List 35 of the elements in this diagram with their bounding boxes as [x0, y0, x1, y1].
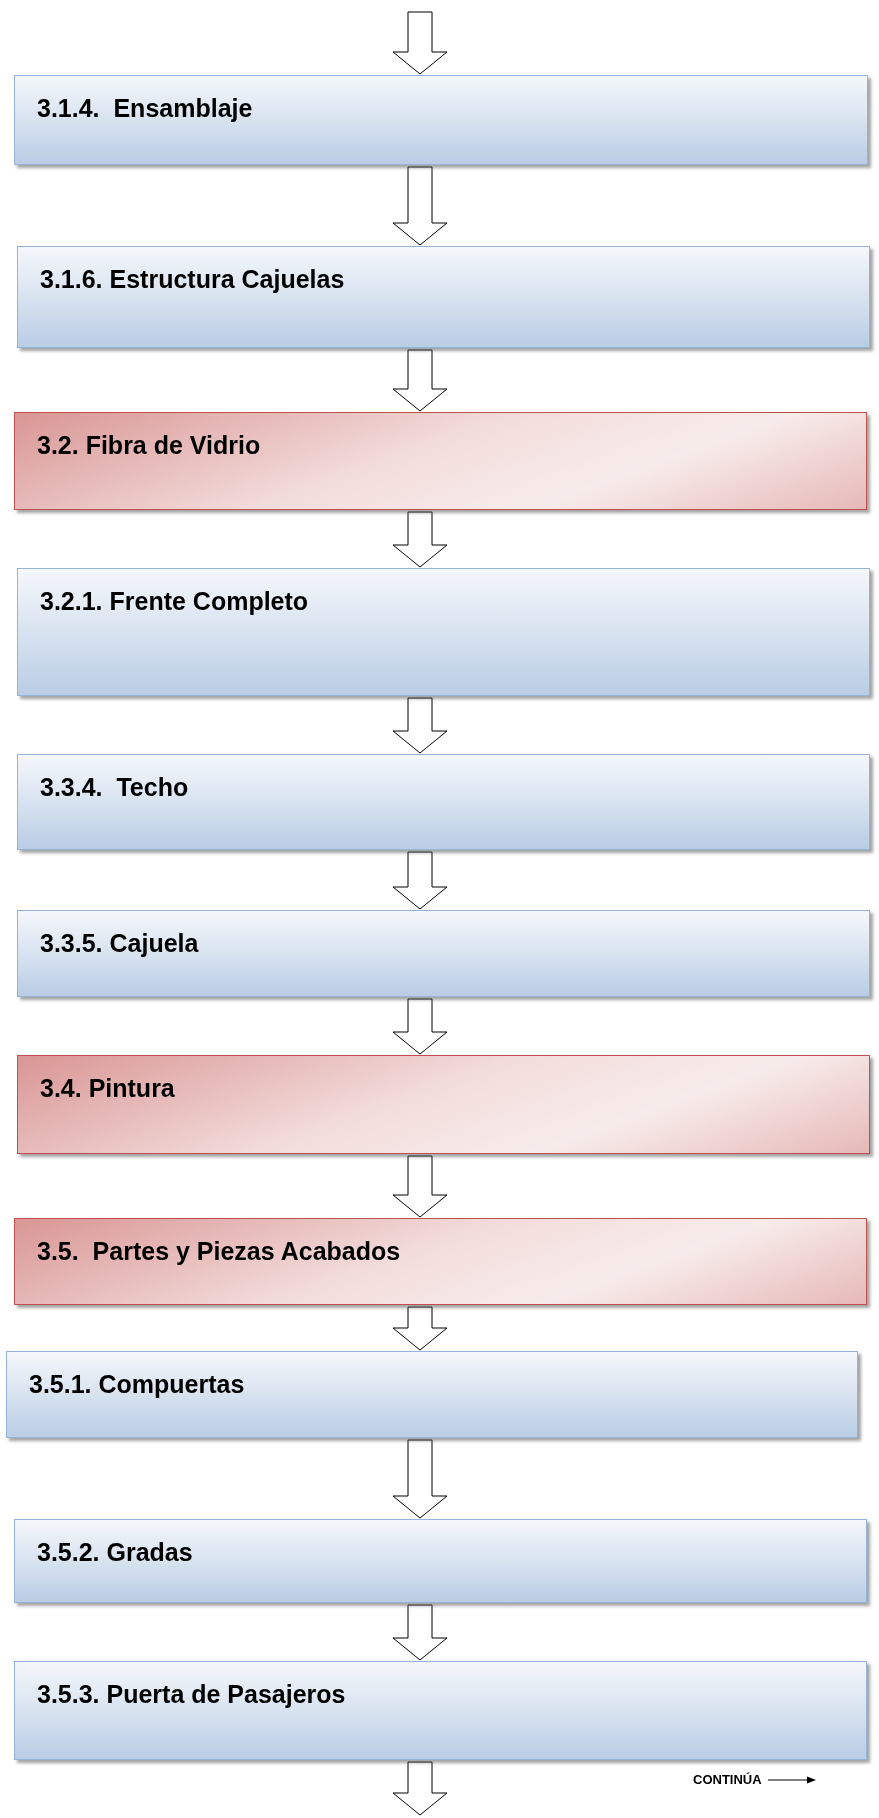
process-box: [17, 754, 870, 850]
block-arrow: [392, 349, 448, 412]
block-arrow: [392, 697, 448, 754]
box-title: 3.5. Partes y Piezas Acabados: [37, 1237, 402, 1266]
process-box: [17, 246, 870, 348]
block-arrow: [392, 1604, 448, 1661]
box-title: 3.1.4. Ensamblaje: [37, 94, 254, 123]
block-arrow: [392, 1439, 448, 1519]
block-arrow: [392, 1761, 448, 1816]
box-title: 3.2. Fibra de Vidrio: [37, 431, 262, 460]
process-box: [17, 1055, 870, 1154]
box-title: 3.2.1. Frente Completo: [40, 587, 310, 616]
process-box: [14, 412, 867, 510]
box-title: 3.5.1. Compuertas: [29, 1370, 246, 1399]
box-title: 3.4. Pintura: [40, 1074, 176, 1103]
process-box: [14, 1661, 867, 1760]
box-title: 3.5.2. Gradas: [37, 1538, 194, 1567]
block-arrow: [392, 11, 448, 75]
block-arrow: [392, 166, 448, 246]
process-box: [14, 75, 868, 165]
process-box: [6, 1351, 858, 1438]
box-title: 3.1.6. Estructura Cajuelas: [40, 265, 346, 294]
process-box: [17, 568, 870, 696]
process-box: [14, 1218, 867, 1305]
block-arrow: [392, 511, 448, 568]
block-arrow: [392, 1155, 448, 1218]
continue-note: CONTINÚA: [693, 1772, 762, 1787]
block-arrow: [392, 1306, 448, 1351]
block-arrow: [392, 851, 448, 910]
box-title: 3.3.5. Cajuela: [40, 929, 200, 958]
process-box: [17, 910, 870, 997]
block-arrow: [392, 998, 448, 1055]
box-title: 3.5.3. Puerta de Pasajeros: [37, 1680, 347, 1709]
process-box: [14, 1519, 867, 1603]
box-title: 3.3.4. Techo: [40, 773, 190, 802]
